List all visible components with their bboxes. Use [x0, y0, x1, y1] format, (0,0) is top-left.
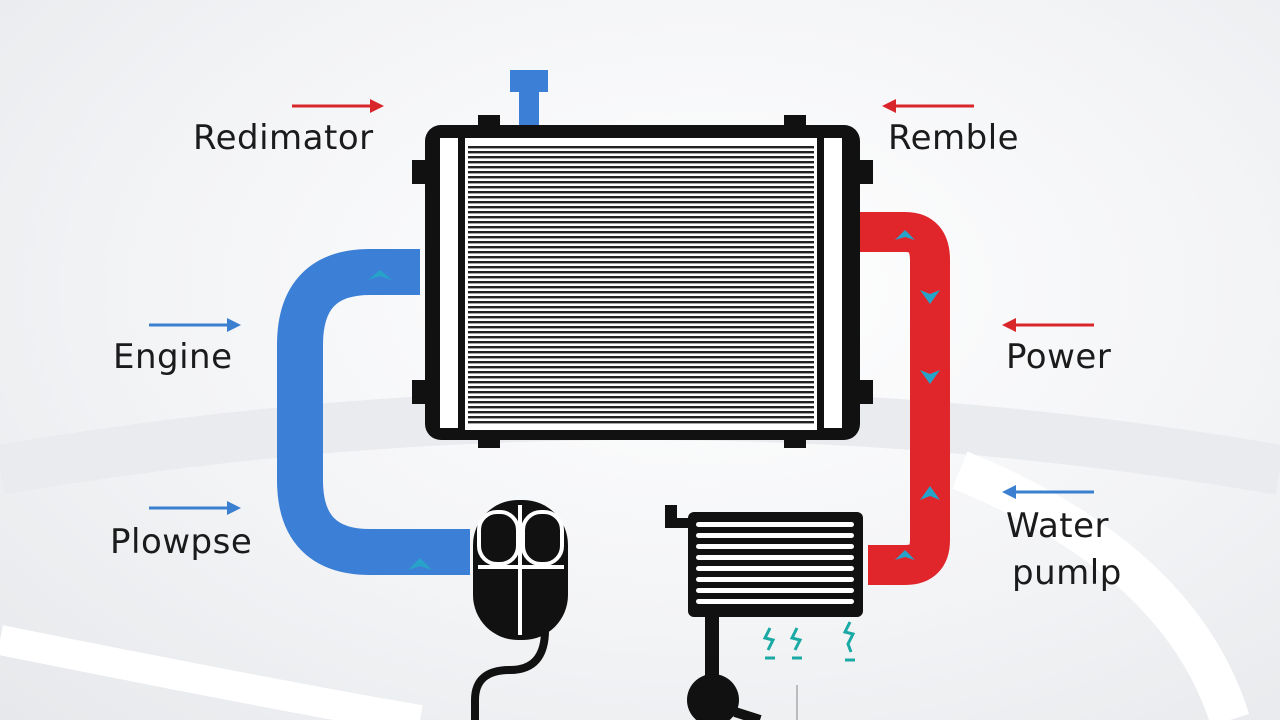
- label-water: Water: [1006, 506, 1110, 546]
- label-radiator: Redimator: [193, 118, 374, 158]
- water-pump-fins: [696, 522, 854, 604]
- label-engine: Engine: [113, 337, 233, 377]
- arrow-right-blue-icon: [149, 501, 241, 515]
- arrow-left-red-icon: [882, 99, 974, 113]
- flow-arrow-icon: [895, 230, 915, 240]
- label-plowpse: Plowpse: [110, 522, 253, 562]
- flow-arrow-icon: [920, 290, 940, 304]
- radiator-fins: [468, 146, 814, 424]
- arrow-left-red-icon: [1002, 318, 1094, 332]
- hot-coolant-pipe: [860, 212, 950, 585]
- engine-block-icon: [471, 500, 568, 720]
- flow-arrow-icon: [408, 558, 432, 570]
- flow-arrow-icon: [920, 486, 940, 500]
- label-pump: pumlp: [1012, 553, 1122, 593]
- flow-arrow-icon: [895, 550, 915, 560]
- flow-arrow-icon: [368, 270, 392, 280]
- label-power: Power: [1006, 337, 1112, 377]
- arrow-left-blue-icon: [1002, 485, 1094, 499]
- arrow-right-red-icon: [292, 99, 384, 113]
- steam-icon: [762, 621, 856, 662]
- label-remble: Remble: [888, 118, 1020, 158]
- radiator-icon: [412, 70, 873, 448]
- flow-arrow-icon: [920, 370, 940, 384]
- cold-coolant-pipe: [277, 249, 470, 575]
- arrow-right-blue-icon: [149, 318, 241, 332]
- water-pump-icon: [665, 505, 863, 720]
